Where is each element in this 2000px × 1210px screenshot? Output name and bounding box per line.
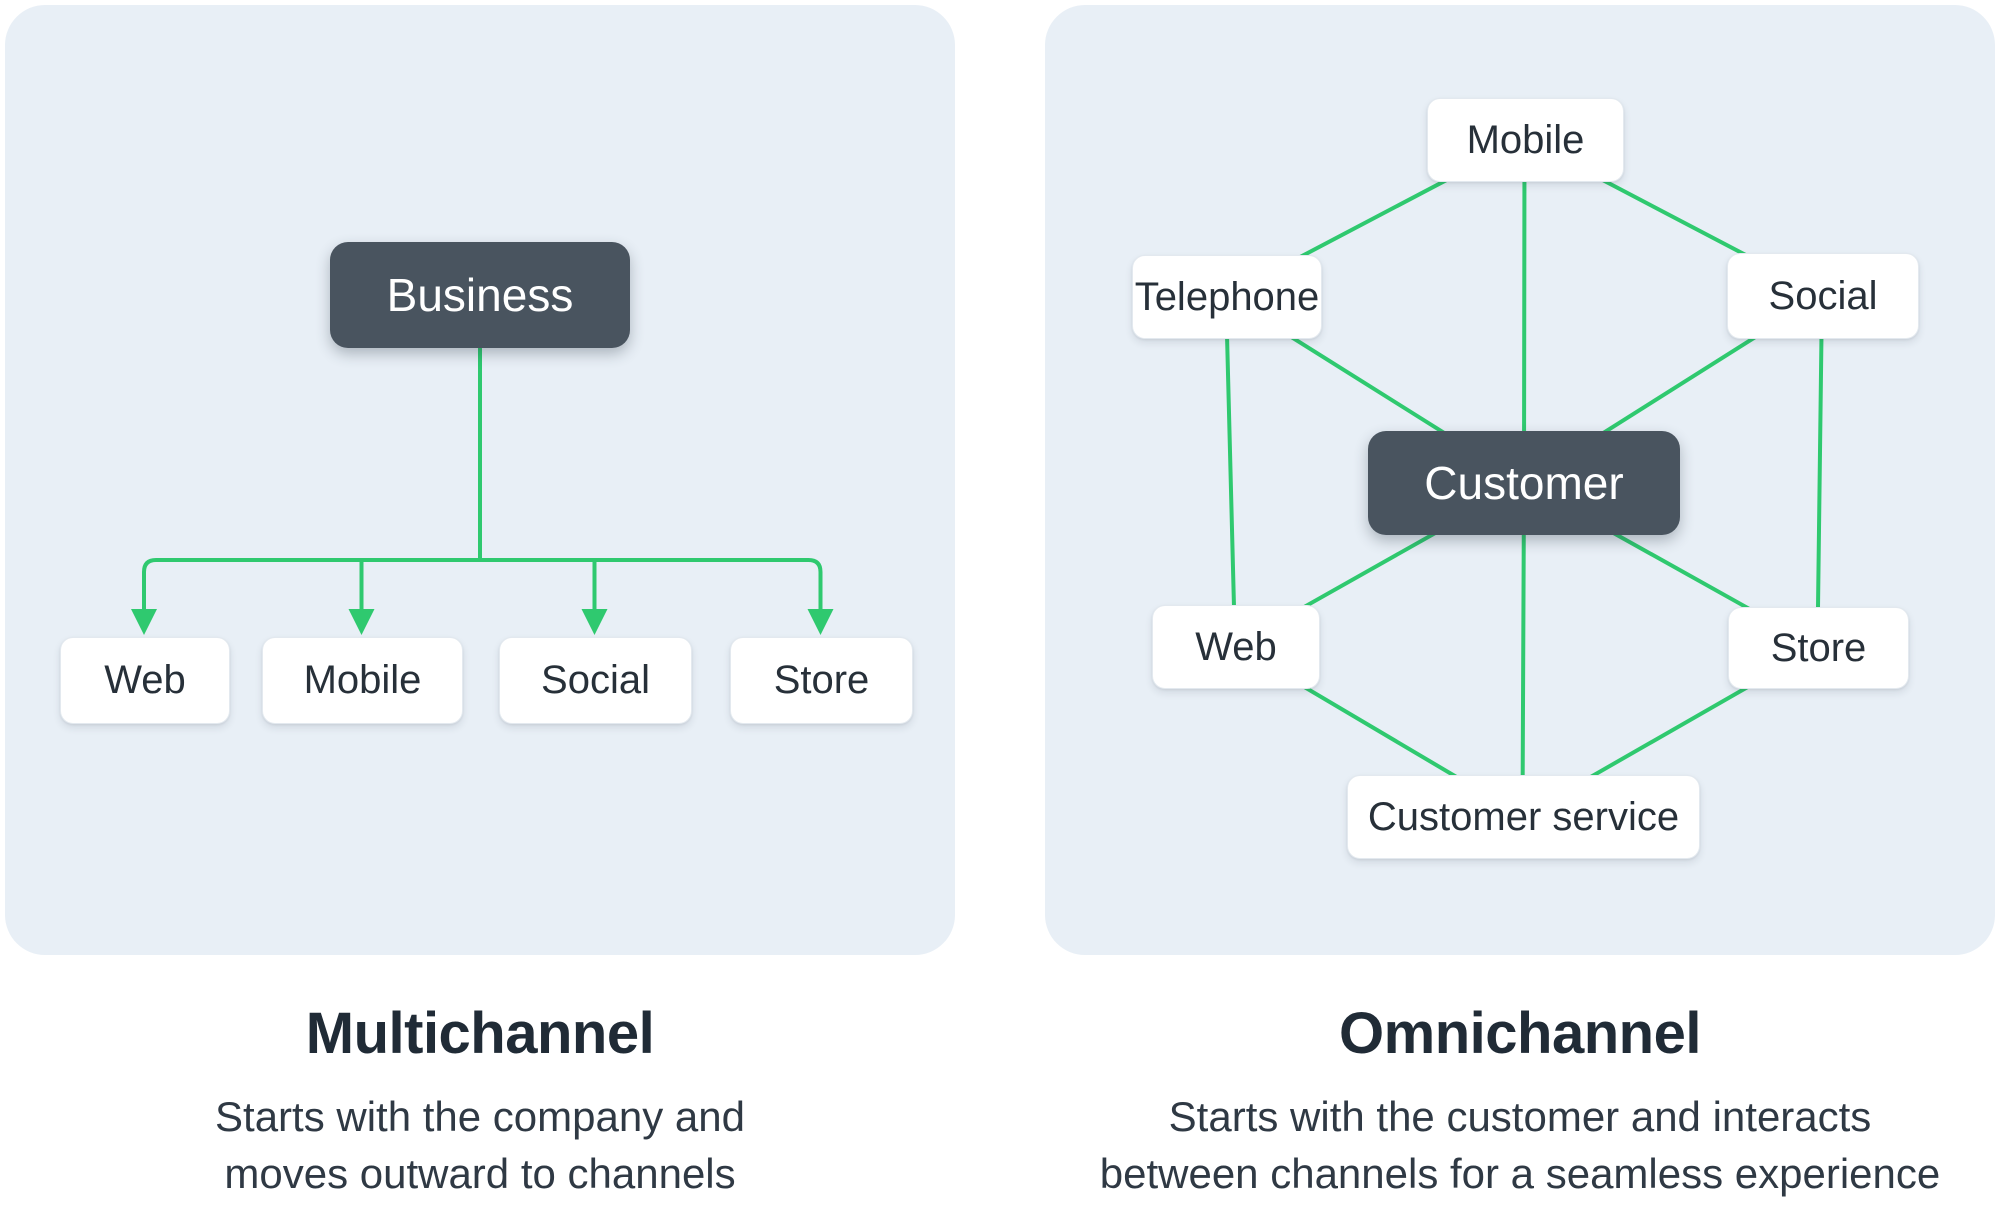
node-store-left: Store [730,637,913,724]
arrow-down-mobile-icon [348,609,375,635]
node-mobile-right: Mobile [1427,98,1624,182]
edge-telephone-web [1224,294,1237,648]
node-customer-service-label: Customer service [1367,794,1680,839]
multichannel-description: Starts with the company and moves outwar… [5,1088,955,1202]
node-telephone: Telephone [1132,255,1322,339]
node-web-right: Web [1152,605,1320,689]
omnichannel-description: Starts with the customer and interacts b… [1045,1088,1995,1202]
node-social-right-label: Social [1768,273,1878,318]
node-customer-service: Customer service [1347,775,1700,859]
node-social-left: Social [499,637,692,724]
node-telephone-label: Telephone [1134,274,1320,319]
node-web-left-label: Web [104,658,186,702]
omnichannel-description-line1: Starts with the customer and interacts [1168,1093,1872,1140]
arrow-down-store-icon [807,609,834,635]
node-mobile-left: Mobile [262,637,463,724]
node-customer: Customer [1368,431,1680,535]
node-customer-label: Customer [1424,457,1624,509]
node-business-label: Business [386,269,574,321]
node-web-left: Web [60,637,230,724]
node-business: Business [330,242,630,348]
arrow-down-web-icon [131,609,157,635]
omnichannel-title: Omnichannel [1339,1001,1701,1066]
node-mobile-left-label: Mobile [303,658,422,702]
node-mobile-right-label: Mobile [1466,117,1585,162]
multichannel-connectors [131,346,834,635]
omnichannel-caption: Omnichannel Starts with the customer and… [1045,1002,1995,1202]
arrow-down-social-icon [581,609,608,635]
node-social-left-label: Social [541,658,650,702]
multichannel-panel: Business Web Mobile Social Store [5,5,955,955]
node-store-right-label: Store [1770,625,1867,670]
edge-customer-mobile [1522,137,1527,485]
omnichannel-description-line2: between channels for a seamless experien… [1099,1150,1941,1197]
multichannel-description-line1: Starts with the company and [215,1093,745,1140]
multichannel-title: Multichannel [305,1001,655,1066]
node-social-right: Social [1727,253,1919,339]
edge-business-rail [142,558,823,614]
node-web-right-label: Web [1195,624,1277,669]
edge-customer-customerservice [1520,481,1526,818]
multichannel-description-line2: moves outward to channels [224,1150,736,1197]
node-store-right: Store [1728,607,1909,689]
edge-social-store [1815,293,1824,649]
omnichannel-panel: Mobile Telephone Social Customer Web Sto… [1045,5,1995,955]
multichannel-caption: Multichannel Starts with the company and… [5,1002,955,1202]
node-store-left-label: Store [773,658,870,702]
